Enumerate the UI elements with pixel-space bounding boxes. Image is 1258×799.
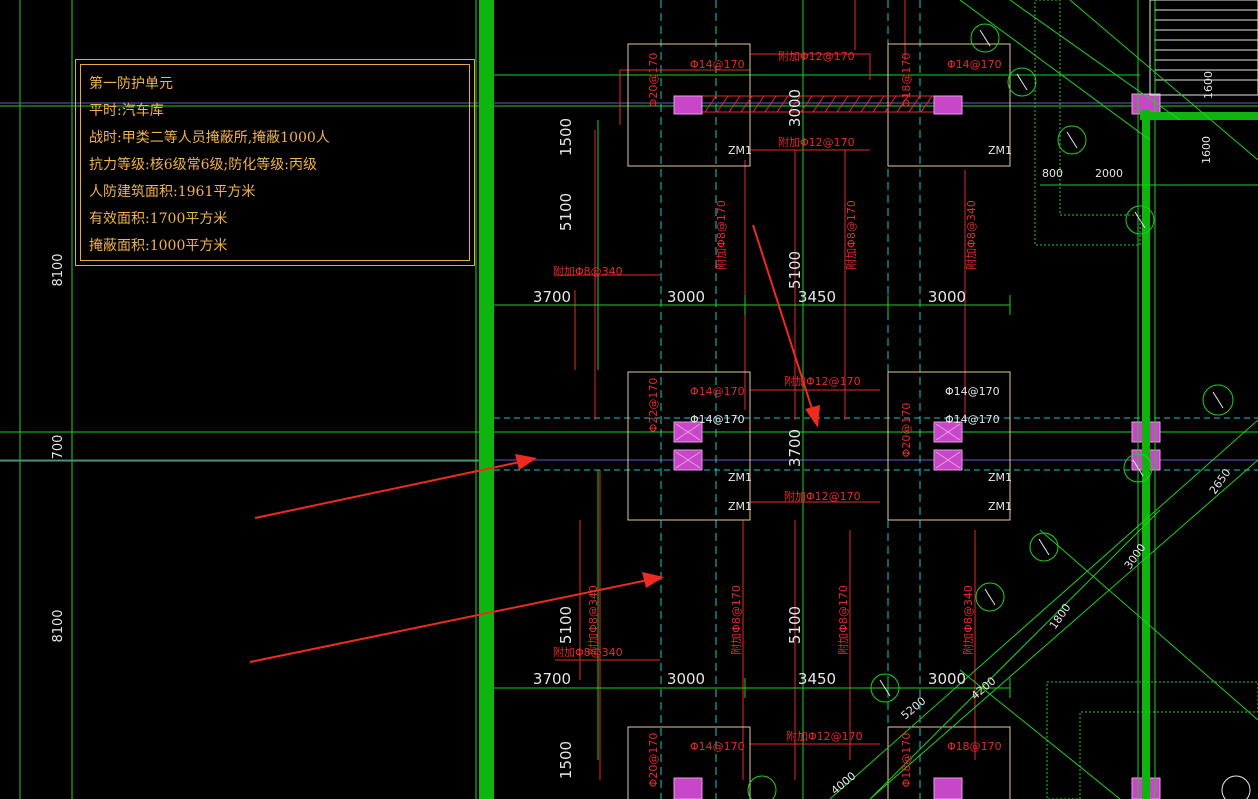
left-dimension-texts: 8100 700 8100 (51, 253, 66, 642)
right-dim: 1600 (1200, 136, 1213, 164)
rebar-lines (555, 0, 976, 780)
upper-dim-3: 3450 (798, 288, 836, 306)
column (673, 777, 703, 799)
arrow-3 (752, 224, 814, 413)
footing-bl (627, 726, 751, 799)
footing-tr (887, 43, 1011, 167)
info-unit-title: 第一防护单元 (89, 76, 173, 92)
rebar-label: Φ14@170 (690, 740, 745, 753)
dimension-lines (512, 295, 1011, 698)
rebar-label: 附加Φ12@170 (778, 49, 855, 63)
rebar-annotations: Φ14@170 附加Φ12@170 Φ14@170 附加Φ12@170 附加Φ8… (553, 49, 1002, 787)
upper-dimensions: 3700 3000 3450 3000 (533, 288, 966, 306)
info-peacetime: 平时:汽车库 (89, 103, 164, 119)
rebar-label: 附加Φ12@170 (786, 729, 863, 743)
rebar-label-vertical: 附加Φ8@170 (836, 585, 850, 655)
rebar-label-vertical: 附加Φ8@170 (844, 200, 858, 270)
rebar-label: Φ18@170 (947, 740, 1002, 753)
annotation-arrows (249, 224, 820, 663)
upper-dim-2: 3000 (667, 288, 705, 306)
zm1-label: ZM1 (728, 471, 752, 484)
upper-dim-4: 3000 (928, 288, 966, 306)
rebar-label: 附加Φ8@340 (553, 264, 623, 278)
vdim-bottom-left: 1500 (557, 741, 575, 779)
vdim-lower-left: 5100 (557, 606, 575, 644)
right-dim: 1600 (1202, 71, 1215, 99)
rebar-label-vertical: 附加Φ8@340 (961, 585, 975, 655)
rebar-label-vertical: Φ20@170 (647, 53, 660, 108)
zm1-label: ZM1 (728, 500, 752, 513)
lower-dim-2: 3000 (667, 670, 705, 688)
rebar-label-vertical: Φ20@170 (647, 733, 660, 788)
rebar-label-vertical: 附加Φ8@340 (964, 200, 978, 270)
info-effective-area: 有效面积:1700平方米 (89, 211, 228, 227)
rebar-label-vertical: 附加Φ8@170 (714, 200, 728, 270)
rebar-label-vertical: Φ18@170 (900, 733, 913, 788)
vertical-dimensions: 1500 5100 3000 5100 3700 5100 5100 1500 (557, 89, 804, 779)
zm1-label: ZM1 (728, 144, 752, 157)
rebar-label-white: Φ14@170 (945, 385, 1000, 398)
left-dim-1: 8100 (51, 253, 66, 286)
vdim-center-top: 3000 (786, 89, 804, 127)
right-dim: 2000 (1095, 167, 1123, 180)
info-wartime: 战时:甲类二等人员掩蔽所,掩蔽1000人 (89, 130, 330, 146)
arrow-1 (254, 461, 521, 519)
info-resistance: 抗力等级:核6级常6级;防化等级:丙级 (89, 157, 317, 173)
lower-dim-4: 3000 (928, 670, 966, 688)
rebar-label-vertical: Φ22@170 (647, 378, 660, 433)
rebar-label: 附加Φ12@170 (784, 489, 861, 503)
info-panel-inner: 第一防护单元 平时:汽车库 战时:甲类二等人员掩蔽所,掩蔽1000人 抗力等级:… (80, 64, 470, 261)
zm1-label: ZM1 (988, 500, 1012, 513)
arrow-2 (249, 579, 649, 663)
vdim-mid-left: 5100 (557, 193, 575, 231)
rebar-label: 附加Φ12@170 (778, 135, 855, 149)
info-shelter-area: 掩蔽面积:1000平方米 (89, 238, 228, 254)
footing-ml (627, 371, 751, 521)
axis-bubbles (747, 23, 1234, 799)
rebar-label: Φ14@170 (947, 58, 1002, 71)
rebar-label-vertical: 附加Φ8@340 (586, 585, 600, 655)
lower-dimensions: 3700 3000 3450 3000 (533, 670, 966, 688)
vertical-axis-lines (597, 0, 921, 799)
lower-dim-1: 3700 (533, 670, 571, 688)
vdim-center-lower: 5100 (786, 606, 804, 644)
info-building-area: 人防建筑面积:1961平方米 (89, 184, 256, 200)
zm1-label: ZM1 (988, 471, 1012, 484)
rebar-label: Φ14@170 (690, 58, 745, 71)
right-structure (829, 0, 1258, 799)
footing-br (887, 726, 1011, 799)
left-dim-3: 8100 (51, 609, 66, 642)
rebar-label: 附加Φ12@170 (784, 374, 861, 388)
footings (627, 43, 1011, 799)
upper-dim-1: 3700 (533, 288, 571, 306)
vdim-top-left: 1500 (557, 118, 575, 156)
right-dim: 800 (1042, 167, 1063, 180)
bubble-marks (879, 29, 1224, 697)
rebar-label: Φ14@170 (690, 385, 745, 398)
rebar-label-white: Φ14@170 (690, 413, 745, 426)
zm1-label: ZM1 (988, 144, 1012, 157)
main-wall (479, 0, 494, 799)
rebar-label-white: Φ14@170 (945, 413, 1000, 426)
column (933, 777, 963, 799)
column-labels: ZM1 ZM1 ZM1 ZM1 ZM1 ZM1 (728, 144, 1012, 513)
info-panel: 第一防护单元 平时:汽车库 战时:甲类二等人员掩蔽所,掩蔽1000人 抗力等级:… (75, 59, 475, 266)
corner-bubble-icon (1221, 775, 1251, 799)
column (673, 95, 703, 115)
left-dim-2: 700 (51, 435, 66, 460)
lower-dim-3: 3450 (798, 670, 836, 688)
column (933, 95, 963, 115)
vdim-center-upper: 5100 (786, 251, 804, 289)
rebar-label-vertical: Φ18@170 (900, 53, 913, 108)
footing-tl (627, 43, 751, 167)
column-crosses (675, 423, 961, 469)
footing-mr (887, 371, 1011, 521)
vdim-center-middle: 3700 (786, 429, 804, 467)
white-rebar-annotations: Φ14@170 Φ14@170 Φ14@170 (690, 385, 1000, 426)
rebar-label: 附加Φ8@340 (553, 645, 623, 659)
rebar-label-vertical: 附加Φ8@170 (729, 585, 743, 655)
rebar-label-vertical: Φ20@170 (900, 403, 913, 458)
